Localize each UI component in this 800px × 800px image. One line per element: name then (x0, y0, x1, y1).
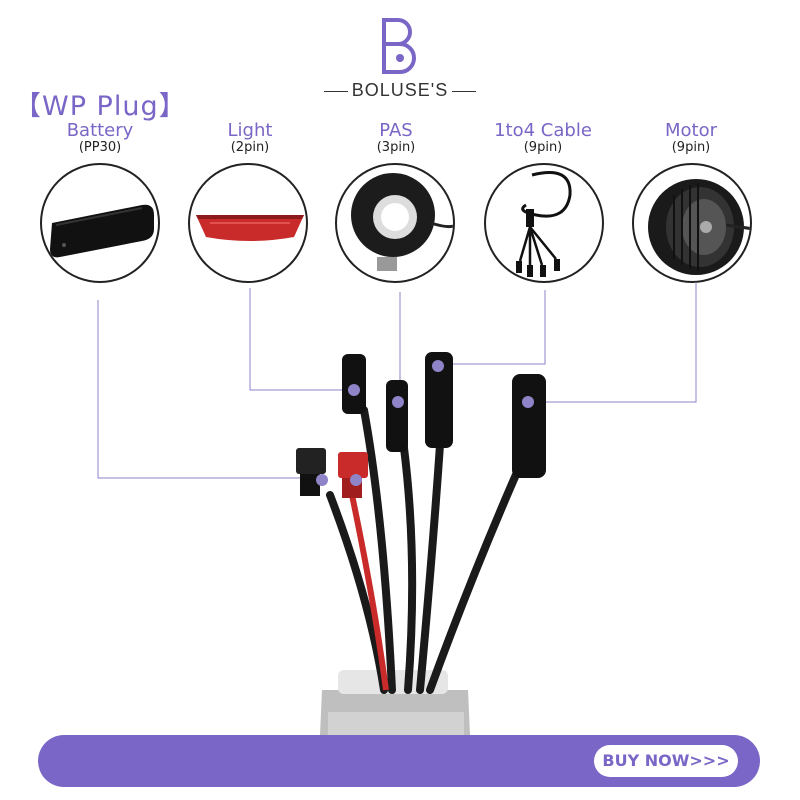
buy-now-button[interactable]: BUY NOW>>> (594, 745, 738, 777)
logo-icon (382, 18, 416, 74)
controller-box (320, 670, 470, 736)
component-label-cable: 1to4 Cable (9pin) (494, 120, 592, 155)
brand-logo: BOLUSE'S (0, 0, 800, 110)
motor-icon (648, 179, 750, 275)
cable-circle (484, 163, 604, 283)
pas-sensor-icon (351, 173, 453, 271)
page-title: 【WP Plug】 (14, 91, 187, 122)
component-label-light: Light (2pin) (227, 120, 273, 155)
light-circle (188, 163, 308, 283)
battery-circle (40, 163, 160, 283)
battery-icon (50, 204, 154, 258)
pas-circle (335, 163, 455, 283)
component-label-pas: PAS (3pin) (376, 120, 416, 155)
motor-circle (632, 163, 752, 283)
light-icon (196, 215, 304, 241)
cable-icon (516, 171, 572, 277)
component-label-motor: Motor (9pin) (664, 120, 717, 155)
component-label-battery: Battery (PP30) (66, 120, 134, 155)
brand-name: BOLUSE'S (0, 80, 800, 101)
leader-lines (97, 282, 697, 479)
